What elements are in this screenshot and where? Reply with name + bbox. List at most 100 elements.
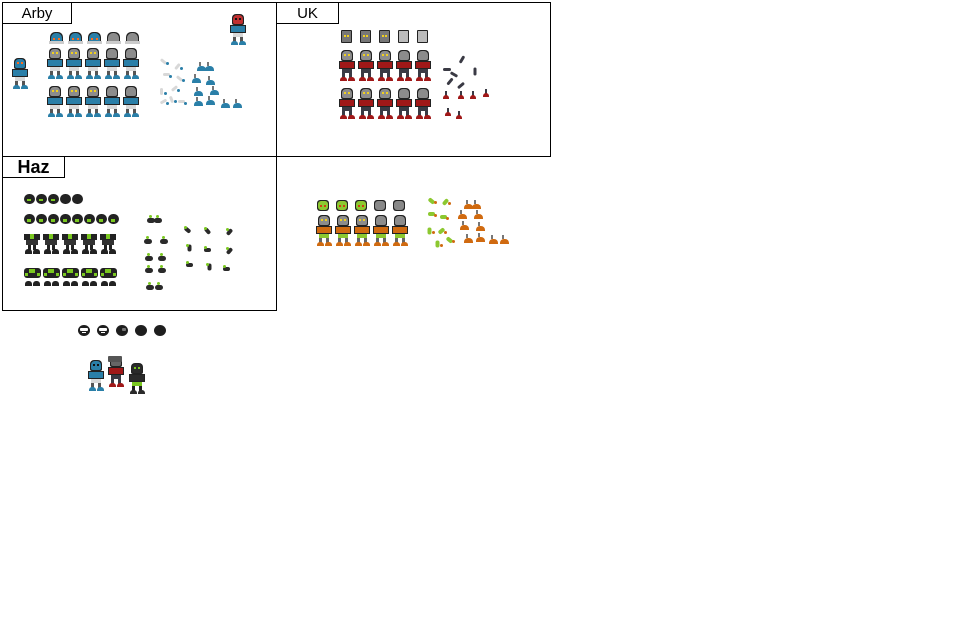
sprite-foot [476, 226, 485, 231]
sprite-pixel [447, 108, 449, 113]
sprite-foot [456, 115, 462, 119]
sprite-foot [197, 66, 206, 71]
sprite-pixel [39, 219, 43, 222]
sprite-foot [90, 281, 97, 286]
sprite-part [160, 88, 163, 95]
sprite-foot [147, 218, 155, 223]
sprite-foot [71, 281, 78, 286]
sprite-foot [145, 268, 153, 273]
sprite-pixel [361, 89, 371, 98]
sprite-pixel [89, 372, 103, 378]
sprite-pixel [319, 216, 329, 225]
sprite-robot-foot [132, 75, 139, 79]
sprite-pixel [69, 71, 72, 76]
sprite-pixel [91, 38, 93, 40]
sprite-pixel [70, 33, 81, 42]
sprite-part [440, 215, 447, 219]
sprite-pixel [320, 205, 322, 207]
sprite-pixel [108, 33, 119, 42]
sprite-pixel [82, 332, 86, 333]
sprite-pixel [91, 383, 94, 388]
sprite-pixel [394, 201, 404, 210]
sprite-pixel [425, 111, 428, 116]
sprite-pixel [56, 273, 59, 276]
sprite-robot-foot [48, 75, 55, 79]
sprite-foot [464, 238, 473, 243]
sprite-robot-foot [416, 115, 423, 119]
sprite-pixel [69, 109, 72, 114]
sprite-pixel [366, 35, 368, 37]
sprite-robot-foot [117, 383, 124, 387]
sprite-foot [476, 237, 485, 242]
sprite-pixel [51, 199, 55, 201]
sprite-pixel [368, 73, 371, 78]
sprite-pixel [196, 87, 198, 91]
sprite-pixel [109, 245, 112, 250]
sprite-pixel [111, 219, 115, 222]
sprite-pixel [94, 52, 96, 54]
sprite-pixel [160, 265, 163, 268]
sprite-pixel [356, 201, 366, 210]
sprite-pixel [132, 382, 142, 386]
sprite-pixel [399, 69, 409, 73]
sprite-pixel [466, 200, 468, 204]
sprite-pixel [406, 73, 409, 78]
sprite-pixel [418, 111, 421, 116]
sprite-pixel [184, 102, 187, 105]
sprite-pixel [88, 71, 91, 76]
sprite-pixel [50, 87, 60, 96]
sprite-robot-foot [105, 75, 112, 79]
sprite-foot [33, 249, 40, 254]
sprite-robot-foot [13, 85, 20, 89]
sprite-foot [500, 239, 509, 244]
sprite-pixel [382, 54, 384, 56]
sprite-robot-foot [424, 77, 431, 81]
sprite-pixel [48, 98, 62, 104]
sprite-pixel [343, 205, 345, 207]
sprite-pixel [380, 51, 390, 60]
sprite-pixel [340, 219, 342, 221]
sprite-pixel [149, 215, 152, 218]
sprite-pixel [452, 240, 455, 243]
sprite-pixel [122, 328, 126, 331]
sprite-pixel [357, 238, 360, 243]
sprite-pixel [169, 75, 172, 78]
sprite-pixel [502, 235, 504, 239]
sprite-foot [464, 204, 473, 209]
sprite-pixel [102, 240, 114, 245]
sprite-pixel [348, 92, 350, 94]
sprite-pixel [89, 33, 100, 42]
sprite-foot [483, 93, 489, 97]
sprite-robot-foot [48, 113, 55, 117]
sprite-pixel [344, 92, 346, 94]
sprite-part [473, 67, 477, 76]
sprite-part [223, 267, 230, 271]
sprite-pixel [37, 273, 40, 276]
sprite-pixel [49, 41, 64, 44]
sprite-haz-body [43, 268, 60, 278]
sprite-pixel [126, 109, 129, 114]
sprite-pixel [33, 245, 36, 250]
sprite-pixel [194, 74, 196, 78]
sprite-pixel [75, 219, 79, 222]
sprite-pixel [166, 102, 169, 105]
sprite-robot-foot [393, 242, 400, 246]
sprite-pixel [157, 282, 160, 285]
sprite-robot-foot [113, 113, 120, 117]
sprite-pixel [15, 81, 18, 86]
sprite-pixel [63, 273, 66, 276]
sprite-pixel [72, 38, 74, 40]
sprite-foot [146, 285, 154, 290]
sprite-robot-foot [344, 242, 351, 246]
sprite-pixel [27, 199, 31, 201]
sprite-foot [474, 214, 483, 219]
sprite-pixel [186, 244, 189, 247]
sprite-part [443, 68, 451, 71]
sprite-foot [158, 268, 166, 273]
sprite-pixel [342, 107, 352, 111]
sprite-robot-foot [397, 115, 404, 119]
sprite-pixel [380, 69, 390, 73]
sprite-pixel [15, 77, 25, 81]
sprite-robot-foot [130, 390, 137, 394]
sprite-part [427, 227, 432, 235]
